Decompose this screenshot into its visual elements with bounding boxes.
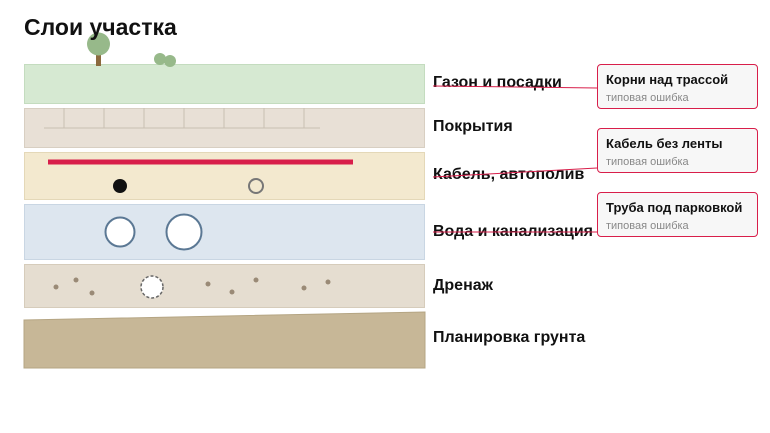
callout-parking: Труба под парковкой типовая ошибка xyxy=(597,192,758,237)
tree-icon xyxy=(87,32,110,56)
layer-lawn xyxy=(24,64,425,104)
layer-label-cable: Кабель, автополив xyxy=(433,166,585,183)
drainage-gravel xyxy=(53,277,331,296)
drain-pipe xyxy=(140,275,164,299)
cable-dot xyxy=(113,179,127,193)
page-title: Слои участка xyxy=(24,14,177,40)
callout-subtitle: типовая ошибка xyxy=(606,156,689,168)
layer-label-grading: Планировка грунта xyxy=(433,329,586,346)
tree-trunk xyxy=(96,52,101,66)
callout-title: Труба под парковкой xyxy=(606,200,743,215)
connector-line xyxy=(432,85,598,89)
layer-label-paving: Покрытия xyxy=(433,118,513,135)
irrigation-pipe xyxy=(248,178,264,194)
connector-line xyxy=(432,167,598,178)
shrub-icon xyxy=(154,53,166,65)
layer-grading xyxy=(23,311,426,369)
callout-cable: Кабель без ленты типовая ошибка xyxy=(597,128,758,173)
layer-drainage xyxy=(24,264,425,308)
layer-label-drainage: Дренаж xyxy=(433,277,493,294)
sewer-pipe xyxy=(165,213,203,251)
callout-title: Кабель без ленты xyxy=(606,136,723,151)
callout-title: Корни над трассой xyxy=(606,72,729,87)
water-pipe xyxy=(104,216,136,248)
paving-tiles xyxy=(44,108,320,129)
callout-roots: Корни над трассой типовая ошибка xyxy=(597,64,758,109)
callout-subtitle: типовая ошибка xyxy=(606,220,689,232)
callout-subtitle: типовая ошибка xyxy=(606,92,689,104)
layer-water xyxy=(24,204,425,260)
